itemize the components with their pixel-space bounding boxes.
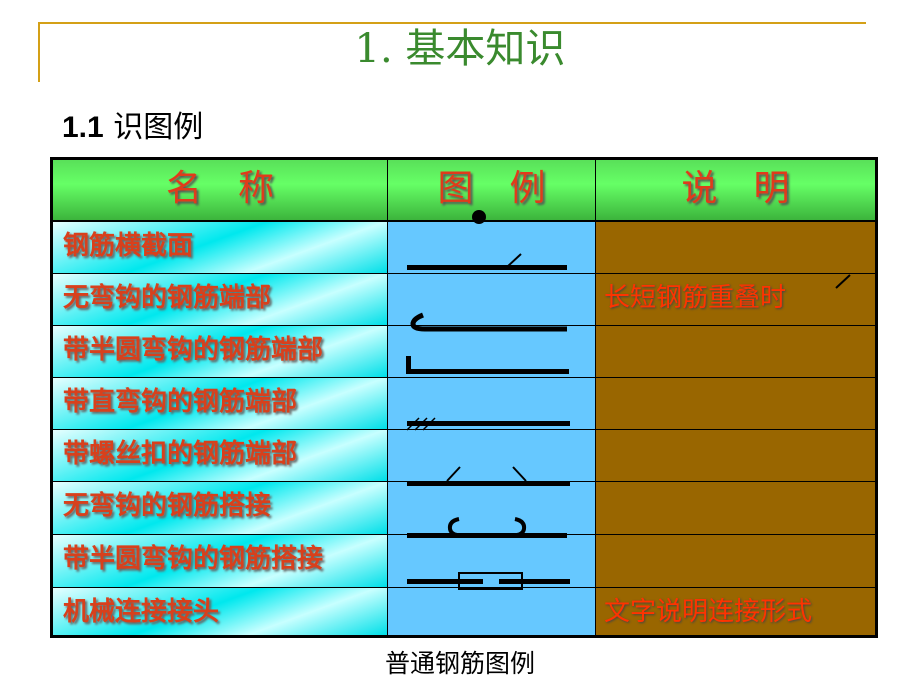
rebar-legend-table: 名 称 图 例 说 明 钢筋横截面 无弯钩的钢筋端部 长短钢筋重叠时 带半圆弯钩…: [50, 157, 878, 638]
name-cell: 带半圆弯钩的钢筋端部: [53, 326, 388, 377]
name-cell: 机械连接接头: [53, 588, 388, 635]
table-header-row: 名 称 图 例 说 明: [53, 160, 875, 222]
name-cell: 带螺丝扣的钢筋端部: [53, 430, 388, 481]
lap-splice-hooks-icon: [407, 517, 567, 538]
legend-cell: [388, 222, 596, 273]
row-description: 长短钢筋重叠时: [604, 283, 787, 313]
table-row: 钢筋横截面: [53, 222, 875, 274]
title-rule-horizontal: [38, 22, 866, 24]
bar-with-semicircle-hook-icon: [410, 312, 567, 332]
title-rule-vertical: [38, 22, 40, 82]
header-legend: 图 例: [388, 160, 596, 220]
row-name: 带半圆弯钩的钢筋端部: [63, 335, 324, 365]
legend-cell: [388, 378, 596, 429]
name-cell: 钢筋横截面: [53, 222, 388, 273]
description-cell: [596, 535, 875, 587]
description-cell: [596, 430, 875, 481]
description-cell: 长短钢筋重叠时: [596, 274, 875, 325]
row-description: 文字说明连接形式: [604, 597, 813, 627]
legend-cell: [388, 535, 596, 587]
name-cell: 无弯钩的钢筋搭接: [53, 482, 388, 534]
overlap-tick-icon: [835, 274, 851, 289]
legend-cell: [388, 326, 596, 377]
row-name: 带半圆弯钩的钢筋搭接: [63, 544, 324, 574]
legend-cell: [388, 482, 596, 534]
name-cell: 带半圆弯钩的钢筋搭接: [53, 535, 388, 587]
row-name: 机械连接接头: [63, 597, 220, 627]
name-cell: 无弯钩的钢筋端部: [53, 274, 388, 325]
row-name: 带直弯钩的钢筋端部: [63, 387, 298, 417]
legend-cell: [388, 588, 596, 635]
table-caption: 普通钢筋图例: [384, 649, 535, 678]
table-row: 无弯钩的钢筋搭接: [53, 482, 875, 535]
section-heading: 1.1 识图例: [62, 108, 203, 148]
row-name: 无弯钩的钢筋搭接: [63, 491, 272, 521]
bar-with-diagonal-tick-icon: [407, 253, 567, 270]
header-name: 名 称: [53, 160, 388, 220]
bar-with-thread-hatch-icon: [406, 417, 570, 431]
bar-with-straight-hook-icon: [406, 356, 569, 374]
row-name: 带螺丝扣的钢筋端部: [63, 439, 298, 469]
header-description: 说 明: [681, 168, 790, 209]
description-cell: [596, 482, 875, 534]
section-number: 1.1: [62, 111, 104, 144]
legend-cell: [388, 430, 596, 481]
table-row: 带半圆弯钩的钢筋端部: [53, 326, 875, 378]
name-cell: 带直弯钩的钢筋端部: [53, 378, 388, 429]
lap-splice-ticks-icon: [407, 466, 570, 486]
filled-dot-icon: [472, 210, 486, 224]
description-cell: 文字说明连接形式: [596, 588, 875, 635]
description-cell: [596, 326, 875, 377]
table-row: 机械连接接头 文字说明连接形式: [53, 588, 875, 635]
section-title: 识图例: [113, 110, 204, 145]
table-row: 带半圆弯钩的钢筋搭接: [53, 535, 875, 588]
table-row: 带直弯钩的钢筋端部: [53, 378, 875, 430]
description-cell: [596, 222, 875, 273]
table-row: 无弯钩的钢筋端部 长短钢筋重叠时: [53, 274, 875, 326]
row-name: 钢筋横截面: [63, 231, 194, 261]
description-cell: [596, 378, 875, 429]
mechanical-coupler-icon: [407, 572, 570, 590]
row-name: 无弯钩的钢筋端部: [63, 283, 272, 313]
slide-title: 1. 基本知识: [354, 26, 566, 72]
legend-symbols: [406, 210, 851, 590]
